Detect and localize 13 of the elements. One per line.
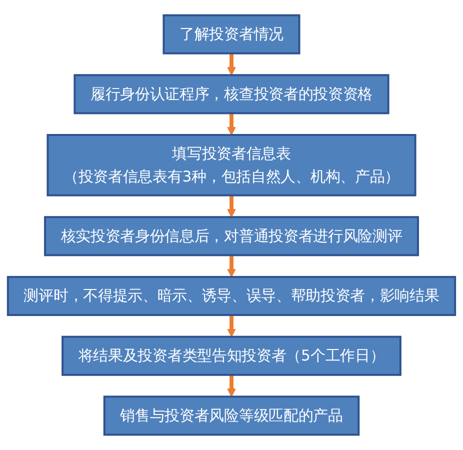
node-box: 测评时，不得提示、暗示、诱导、误导、帮助投资者，影响结果 bbox=[6, 276, 456, 316]
node-box: 将结果及投资者类型告知投资者（5个工作日） bbox=[62, 336, 402, 376]
node-box: 履行身份认证程序，核查投资者的投资资格 bbox=[74, 74, 390, 114]
node-box: 销售与投资者风险等级匹配的产品 bbox=[103, 396, 360, 436]
node-box: 了解投资者情况 bbox=[162, 14, 300, 54]
arrow bbox=[227, 113, 236, 136]
node-box: 填写投资者信息表 （投资者信息表有3种，包括自然人、机构、产品） bbox=[46, 134, 416, 196]
node-box: 核实投资者身份信息后，对普通投资者进行风险测评 bbox=[44, 216, 419, 256]
arrow bbox=[227, 374, 236, 398]
arrow bbox=[227, 255, 236, 278]
arrow bbox=[227, 195, 236, 218]
arrow bbox=[227, 314, 236, 338]
arrow bbox=[227, 53, 236, 76]
